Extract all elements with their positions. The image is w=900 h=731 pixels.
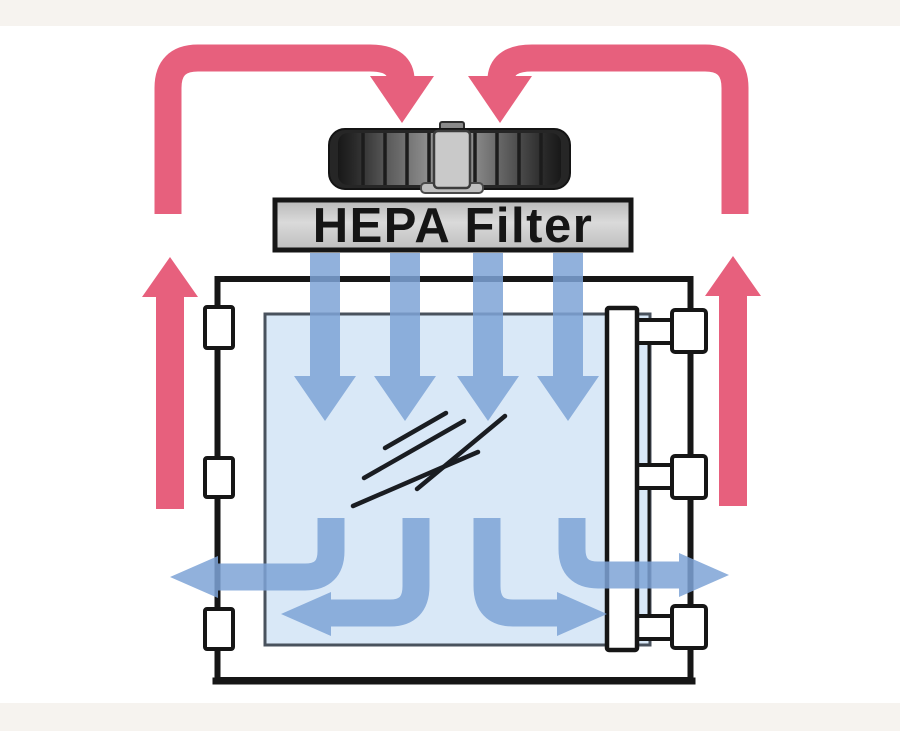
wall-clip-bottom <box>670 604 708 650</box>
outflow-duct-left <box>216 518 345 591</box>
hepa-filter-label: HEPA Filter <box>313 199 594 253</box>
blower-fan <box>328 121 571 194</box>
left-clip-bottom <box>203 607 235 651</box>
airflow-arrows <box>170 253 729 636</box>
floor-flow-right <box>473 518 559 627</box>
hepa-filter-box <box>272 197 634 253</box>
fan-blade-separators <box>361 133 543 185</box>
wall-clip-top <box>670 308 708 354</box>
left-wall-clips <box>203 305 235 651</box>
hepa-filter-plate: HEPA Filter <box>272 197 634 253</box>
bottom-margin-band <box>0 703 900 731</box>
right-arrowhead-inner-icon <box>557 592 607 636</box>
downflow-arrow-3 <box>457 253 519 421</box>
glass-reflection-lines <box>350 410 508 509</box>
downflow-arrow-4 <box>537 253 599 421</box>
wall-clip-middle <box>670 454 708 500</box>
floor-flow-left <box>329 518 430 627</box>
left-arrowhead-inner-icon <box>281 592 331 636</box>
return-duct-left <box>154 44 415 214</box>
fan-hub <box>432 129 472 190</box>
return-air-arrows <box>142 44 761 509</box>
right-arrowhead-exit-icon <box>679 553 729 597</box>
left-clip-middle <box>203 456 235 499</box>
sash-edge-bar <box>604 305 640 653</box>
left-clip-top <box>203 305 235 350</box>
outflow-duct-right <box>558 518 681 589</box>
down-arrowhead-left-icon <box>370 76 434 123</box>
left-arrowhead-exit-icon <box>170 556 218 598</box>
up-arrow-right-icon <box>705 256 761 506</box>
down-arrowhead-right-icon <box>468 76 532 123</box>
downflow-arrow-2 <box>374 253 436 421</box>
cabinet <box>203 276 708 685</box>
top-margin-band <box>0 0 900 26</box>
downflow-arrow-1 <box>294 253 356 421</box>
return-duct-right <box>487 44 749 214</box>
up-arrow-left-icon <box>142 257 198 509</box>
